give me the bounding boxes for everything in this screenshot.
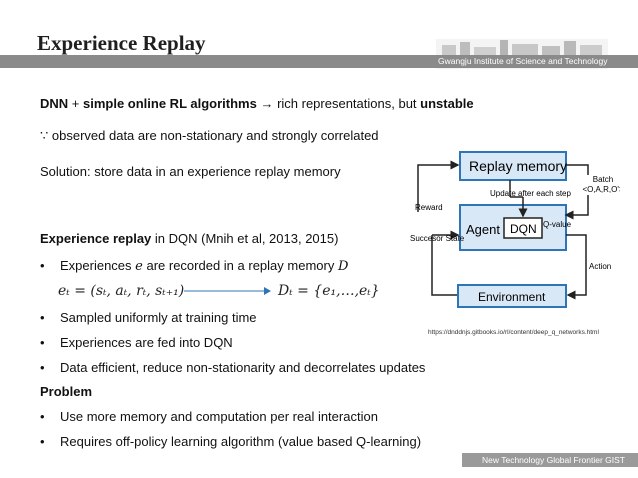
batch-line-top bbox=[566, 164, 589, 175]
replay-diagram: Replay memory Batch <O,A,R,O'> Agent DQN… bbox=[410, 151, 620, 308]
solution-line: Solution: store data in an experience re… bbox=[40, 164, 341, 179]
bullet-symbol: • bbox=[40, 310, 45, 325]
q-value-label: Q-value bbox=[543, 220, 572, 229]
math-e: e bbox=[135, 259, 143, 274]
header-bar bbox=[0, 55, 638, 68]
environment-label: Environment bbox=[478, 290, 546, 304]
formula-experience: eₜ = (sₜ, aₜ, rₜ, sₜ₊₁) bbox=[58, 283, 185, 299]
bullet-text: Experiences bbox=[60, 258, 136, 273]
bullet-recorded: • Experiences e are recorded in a replay … bbox=[40, 258, 348, 274]
bullet-symbol: • bbox=[40, 335, 45, 350]
action-arrow bbox=[566, 234, 587, 300]
update-label: Update after each step bbox=[490, 189, 571, 198]
batch-tuple-label: <O,A,R,O'> bbox=[582, 185, 620, 194]
formula-arrow bbox=[184, 287, 271, 295]
bullet-text: Experiences are fed into DQN bbox=[60, 335, 233, 350]
source-link[interactable]: https://dnddnjs.gitbooks.io/rl/content/d… bbox=[428, 329, 599, 336]
footer-text: New Technology Global Frontier GIST bbox=[482, 455, 625, 465]
action-label: Action bbox=[589, 262, 611, 271]
replay-memory-box bbox=[459, 151, 567, 181]
bullet-off-policy: • Requires off-policy learning algorithm … bbox=[40, 434, 421, 449]
rl-term: simple online RL algorithms bbox=[83, 96, 257, 111]
bullet-text: Data efficient, reduce non-stationarity … bbox=[60, 360, 426, 375]
bullet-symbol: • bbox=[40, 258, 45, 273]
bullet-fed: • Experiences are fed into DQN bbox=[40, 335, 233, 350]
because-symbol: ∵ bbox=[40, 128, 49, 143]
dqn-box bbox=[503, 217, 543, 239]
unstable-term: unstable bbox=[420, 96, 474, 111]
bullet-text: Sampled uniformly at training time bbox=[60, 310, 257, 325]
bullet-text: Use more memory and computation per real… bbox=[60, 409, 378, 424]
agent-label: Agent bbox=[466, 222, 500, 237]
bullet-text: Requires off-policy learning algorithm (… bbox=[60, 434, 422, 449]
dqn-citation: in DQN (Mnih et al, 2013, 2015) bbox=[151, 231, 339, 246]
dnn-term: DNN bbox=[40, 96, 69, 111]
dqn-label: DQN bbox=[510, 222, 537, 236]
math-d: D bbox=[337, 259, 349, 274]
batch-arrow bbox=[564, 195, 589, 220]
plus-text: + bbox=[68, 96, 83, 111]
bullet-text: are recorded in a replay memory bbox=[142, 258, 338, 273]
bullet-symbol: • bbox=[40, 409, 45, 424]
bullet-symbol: • bbox=[40, 434, 45, 449]
page-title: Experience Replay bbox=[37, 31, 206, 55]
footer-bar bbox=[462, 453, 638, 467]
replay-memory-label: Replay memory bbox=[469, 158, 567, 174]
reward-label: Reward bbox=[415, 203, 443, 212]
because-text: observed data are non-stationary and str… bbox=[48, 128, 379, 143]
bullet-sampled: • Sampled uniformly at training time bbox=[40, 310, 257, 325]
successor-line bbox=[431, 235, 458, 296]
problem-heading: Problem bbox=[40, 384, 92, 399]
because-line: ∵ observed data are non-stationary and s… bbox=[40, 128, 379, 144]
experience-replay-term: Experience replay bbox=[40, 231, 152, 246]
institute-name: Gwangju Institute of Science and Technol… bbox=[438, 56, 608, 66]
problem-heading-text: Problem bbox=[40, 384, 93, 399]
formula-memory: Dₜ = {e₁,…,eₜ} bbox=[278, 283, 380, 299]
bullet-memory: • Use more memory and computation per rea… bbox=[40, 409, 378, 424]
bullet-symbol: • bbox=[40, 360, 45, 375]
batch-label: Batch bbox=[593, 175, 613, 184]
intro-line: DNN + simple online RL algorithms → rich… bbox=[40, 96, 474, 111]
intro-rest: → rich representations, but bbox=[256, 96, 421, 111]
successor-label: Succesor State bbox=[410, 234, 465, 243]
environment-box bbox=[457, 284, 567, 308]
bullet-efficient: • Data efficient, reduce non-stationarity… bbox=[40, 360, 425, 375]
experience-replay-line: Experience replay in DQN (Mnih et al, 20… bbox=[40, 231, 338, 246]
reward-arrow bbox=[417, 160, 460, 212]
